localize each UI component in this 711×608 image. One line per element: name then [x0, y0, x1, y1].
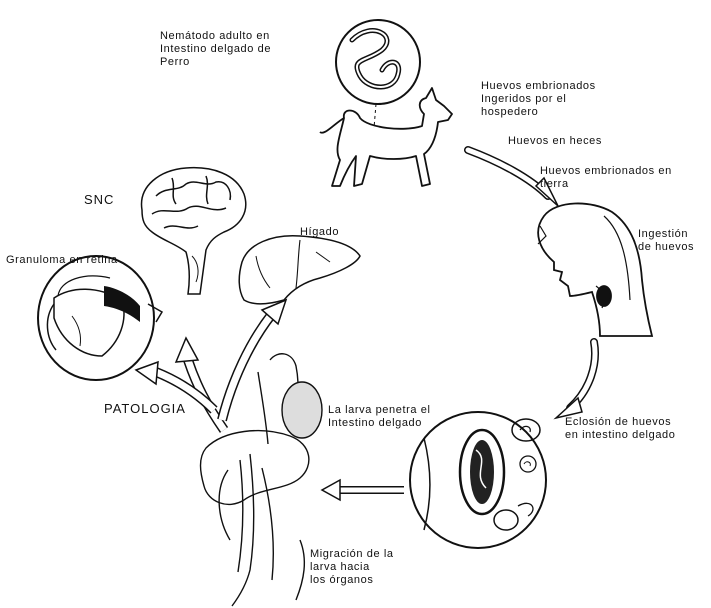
viscera-icon [201, 354, 323, 606]
larva-penetrates-label: La larva penetra el Intestino delgado [328, 404, 431, 430]
liver-icon [239, 236, 360, 304]
migration-label: Migración de la larva hacia los órganos [310, 548, 394, 587]
eye-icon [38, 256, 162, 380]
adult-nematode-label: Nemátodo adulto en Intestino delgado de … [160, 30, 271, 69]
brain-icon [142, 168, 246, 294]
cns-label: SNC [84, 193, 114, 206]
pathology-label: PATOLOGIA [104, 402, 186, 415]
eggs-ingested-label: Huevos embrionados Ingeridos por el hosp… [481, 80, 596, 119]
nematode-icon [336, 20, 420, 128]
liver-label: Hígado [300, 226, 339, 239]
retina-label: Granuloma en retina [6, 254, 118, 267]
human-head-icon [538, 203, 652, 336]
eggs-soil-label: Huevos embrionados en tierra [540, 165, 672, 191]
hatching-label: Eclosión de huevos en intestino delgado [565, 416, 675, 442]
egg-ingestion-label: Ingestión de huevos [638, 228, 694, 254]
eggs-feces-label: Huevos en heces [508, 135, 602, 148]
intestine-icon [410, 412, 546, 548]
